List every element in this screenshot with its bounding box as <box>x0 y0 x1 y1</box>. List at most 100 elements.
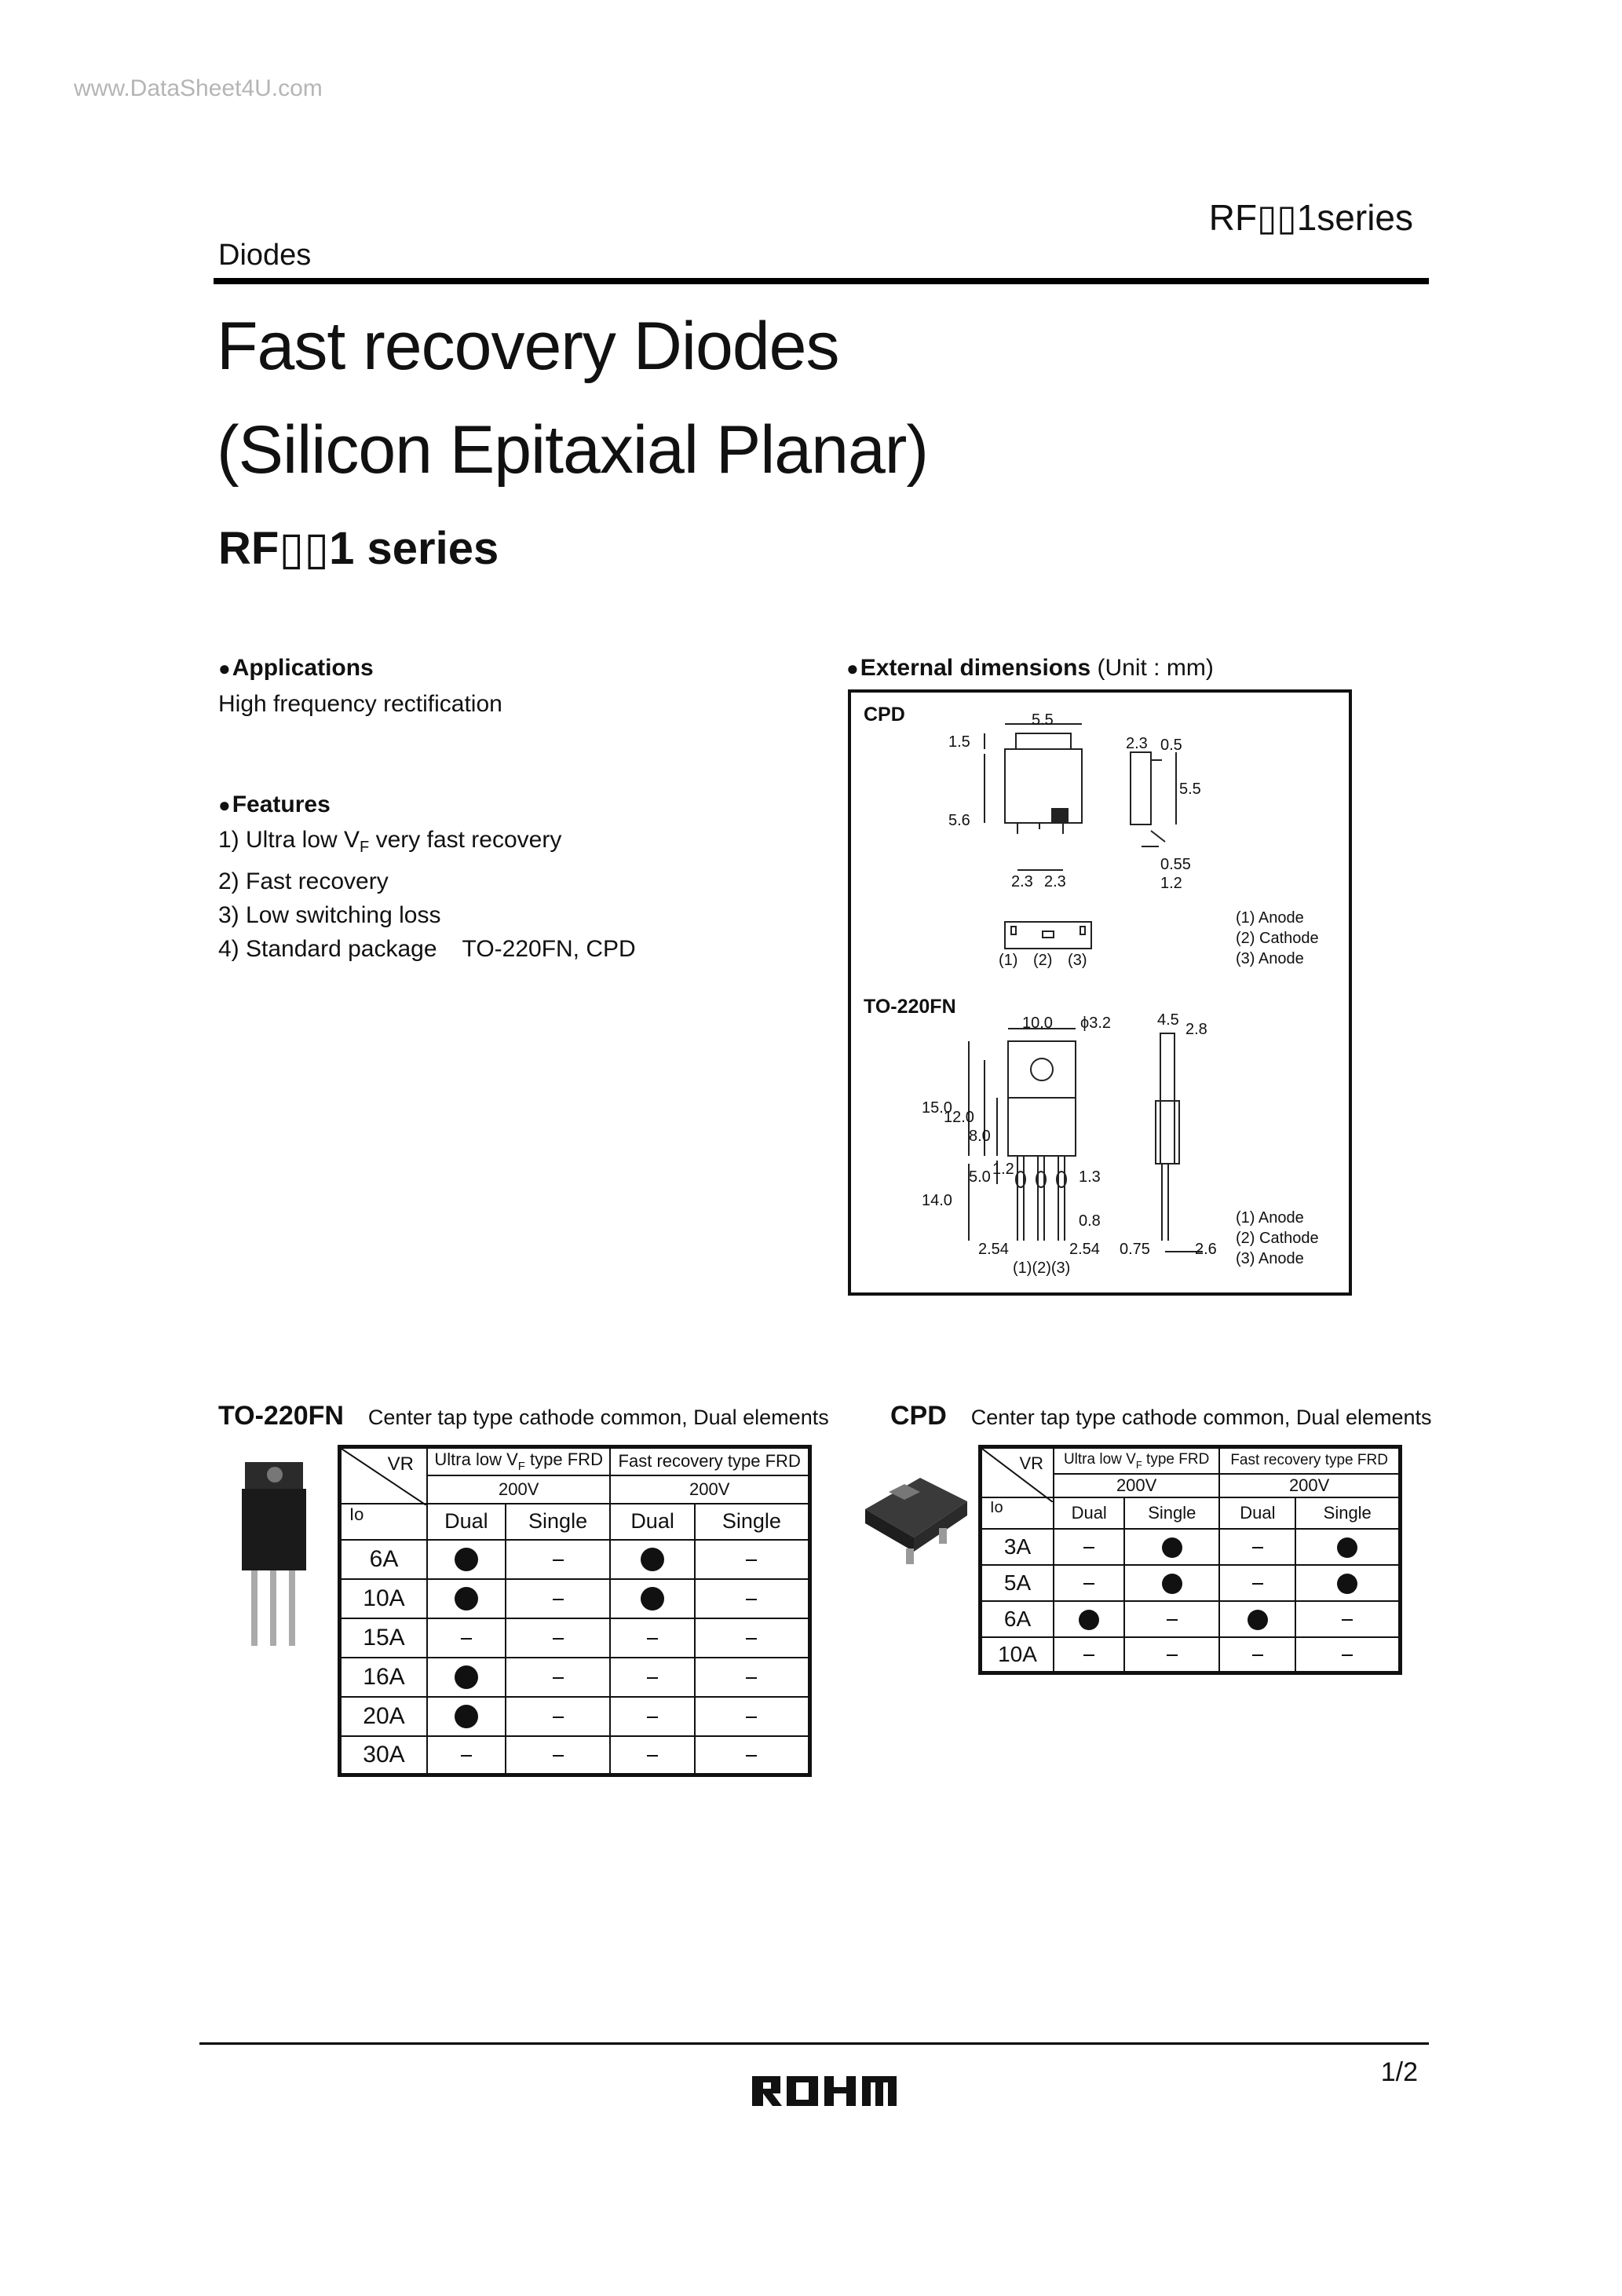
cpd-col-single-2: Single <box>1295 1496 1401 1530</box>
to220-pin-legend: (1) Anode (2) Cathode (3) Anode <box>1236 1209 1319 1267</box>
io-rating-cell: 3A <box>979 1527 1054 1566</box>
unavailable-cell <box>426 1735 506 1776</box>
available-dot-icon <box>641 1587 665 1611</box>
bullet-icon: ● <box>218 656 231 680</box>
feature-item-3: 3) Low switching loss <box>218 902 441 928</box>
features-list: 1) Ultra low VF very fast recovery 2) Fa… <box>218 823 636 966</box>
available-cell <box>426 1656 506 1698</box>
unavailable-dash-icon <box>1342 1654 1353 1657</box>
applications-heading: ●Applications <box>218 655 374 682</box>
cpd-io-header-cell <box>979 1496 1054 1530</box>
available-dot-icon <box>454 1665 478 1690</box>
external-dimensions-heading-text: External dimensions <box>860 655 1091 681</box>
io-rating-cell: 10A <box>979 1636 1054 1674</box>
unavailable-cell <box>693 1538 811 1580</box>
unavailable-cell <box>1218 1636 1297 1674</box>
vr-label: VR <box>1019 1453 1043 1473</box>
header-rule <box>214 278 1429 284</box>
table-row: 10A <box>338 1578 811 1619</box>
to220-dim-15: 15.0 <box>922 1099 952 1117</box>
available-dot-icon <box>1247 1609 1268 1630</box>
cpd-dim-pitch2: 2.3 <box>1044 873 1066 890</box>
to220-col-dual-2: Dual <box>609 1502 696 1541</box>
cpd-package-photo <box>865 1478 967 1564</box>
vr-label: VR <box>387 1453 414 1475</box>
available-dot-icon <box>1337 1537 1358 1558</box>
unavailable-dash-icon <box>647 1755 659 1757</box>
available-cell <box>1052 1600 1126 1638</box>
unavailable-dash-icon <box>647 1676 659 1679</box>
unavailable-cell <box>1295 1636 1401 1674</box>
unavailable-dash-icon <box>746 1598 758 1600</box>
unavailable-dash-icon <box>746 1637 758 1640</box>
bullet-icon: ● <box>846 656 859 680</box>
io-rating-cell: 5A <box>979 1563 1054 1602</box>
unavailable-cell <box>504 1578 612 1619</box>
unavailable-cell <box>693 1695 811 1737</box>
cpd-dim-height: 5.6 <box>948 812 970 829</box>
available-cell <box>426 1578 506 1619</box>
external-dimensions-heading: ●External dimensions (Unit : mm) <box>846 655 1214 682</box>
features-heading: ●Features <box>218 792 331 818</box>
io-rating-cell: 6A <box>979 1600 1054 1638</box>
unavailable-cell <box>504 1695 612 1737</box>
cpd-pin-legend: (1) Anode (2) Cathode (3) Anode <box>1236 909 1319 967</box>
available-cell <box>1295 1527 1401 1566</box>
io-rating-cell: 6A <box>338 1538 428 1580</box>
to220-voltage-2: 200V <box>609 1474 811 1504</box>
unavailable-cell <box>504 1617 612 1658</box>
unavailable-cell <box>1123 1636 1221 1674</box>
to220-dim-pitch2: 2.54 <box>1069 1241 1100 1258</box>
io-rating-cell: 10A <box>338 1578 428 1619</box>
available-cell <box>426 1695 506 1737</box>
unavailable-dash-icon <box>746 1559 758 1561</box>
unavailable-cell <box>1218 1527 1297 1566</box>
to220-dim-pitch1: 2.54 <box>978 1241 1009 1258</box>
available-dot-icon <box>454 1548 478 1572</box>
external-dimensions-unit: (Unit : mm) <box>1097 655 1214 681</box>
available-dot-icon <box>1161 1537 1182 1558</box>
applications-heading-text: Applications <box>232 655 374 681</box>
to220-dim-1-3: 1.3 <box>1079 1168 1101 1186</box>
unavailable-cell <box>426 1617 506 1658</box>
available-dot-icon <box>454 1587 478 1611</box>
to220-dim-14: 14.0 <box>922 1192 952 1209</box>
cpd-dim-lead-len: 1.2 <box>1160 875 1182 892</box>
unavailable-dash-icon <box>647 1716 659 1718</box>
header-category: Diodes <box>218 239 312 272</box>
to220-label: TO-220FN <box>864 996 956 1018</box>
page-title-line2: (Silicon Epitaxial Planar) <box>217 412 929 488</box>
available-dot-icon <box>1161 1573 1182 1594</box>
corner-diagonal <box>982 1449 1053 1502</box>
table-row: 3A <box>979 1527 1401 1566</box>
cpd-dim-width: 5.5 <box>1032 711 1054 729</box>
feature-item-1: 1) Ultra low VF very fast recovery <box>218 827 562 856</box>
unavailable-dash-icon <box>1083 1546 1095 1548</box>
to220-col-dual-1: Dual <box>426 1502 506 1541</box>
to220-dim-5: 5.0 <box>969 1168 991 1186</box>
to220-dim-thick: 4.5 <box>1157 1011 1179 1029</box>
cpd-pin-labels: (1) (2) (3) <box>999 952 1087 969</box>
table-row: 5A <box>979 1563 1401 1602</box>
unavailable-cell <box>1052 1527 1126 1566</box>
to220-outline-drawing <box>968 1028 1203 1252</box>
unavailable-dash-icon <box>1251 1582 1263 1585</box>
unavailable-cell <box>1052 1636 1126 1674</box>
table-row: 6A <box>338 1538 811 1580</box>
to220-group-fast-recovery: Fast recovery type FRD <box>609 1446 811 1476</box>
unavailable-dash-icon <box>552 1716 564 1718</box>
unavailable-cell <box>609 1656 696 1698</box>
unavailable-cell <box>1295 1600 1401 1638</box>
cpd-col-dual-1: Dual <box>1052 1496 1126 1530</box>
available-cell <box>1123 1527 1221 1566</box>
to220-package-photo <box>242 1462 306 1646</box>
table-row: 15A <box>338 1617 811 1658</box>
unavailable-cell <box>504 1656 612 1698</box>
available-cell <box>609 1538 696 1580</box>
to220-table-caption: TO-220FN Center tap type cathode common,… <box>218 1401 829 1431</box>
unavailable-dash-icon <box>552 1755 564 1757</box>
unavailable-cell <box>609 1735 696 1776</box>
footer-rule <box>199 2042 1429 2045</box>
watermark: www.DataSheet4U.com <box>74 75 323 101</box>
